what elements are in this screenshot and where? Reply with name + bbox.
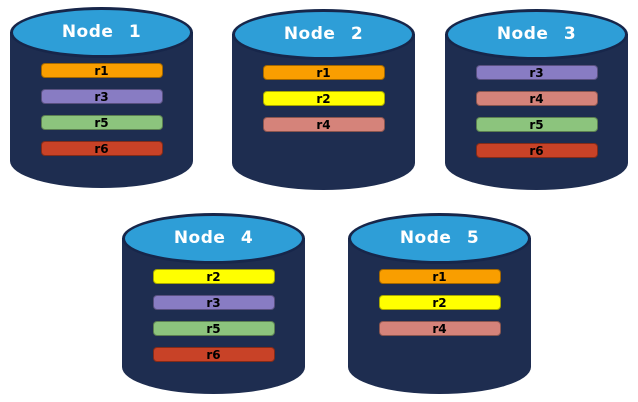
replica-bar-r4: r4 (262, 117, 385, 132)
cylinder-top: Node 2 (232, 9, 415, 60)
replica-bar-r3: r3 (40, 89, 163, 104)
node-label: Node 3 (496, 23, 577, 44)
replica-bar-r5: r5 (152, 321, 275, 336)
replica-bar-r1: r1 (378, 269, 501, 284)
database-node-1: r1 r3 r5 r6 Node 1 (10, 7, 193, 188)
database-node-5: r1 r2 r4 Node 5 (348, 213, 531, 394)
cylinder-body (122, 238, 305, 394)
replica-bar-r2: r2 (152, 269, 275, 284)
replica-bar-r2: r2 (378, 295, 501, 310)
database-node-3: r3 r4 r5 r6 Node 3 (445, 9, 628, 190)
node-label: Node 5 (399, 227, 480, 248)
replica-bar-r6: r6 (475, 143, 598, 158)
cylinder-body (232, 34, 415, 190)
cylinder-body (445, 34, 628, 190)
replica-bar-r1: r1 (262, 65, 385, 80)
replica-bar-r1: r1 (40, 63, 163, 78)
replica-list: r1 r2 r4 (378, 269, 501, 336)
node-label: Node 4 (173, 227, 254, 248)
replica-list: r2 r3 r5 r6 (152, 269, 275, 362)
replica-bar-r2: r2 (262, 91, 385, 106)
cylinder-top: Node 4 (122, 213, 305, 264)
replica-bar-r3: r3 (152, 295, 275, 310)
cylinder-top: Node 1 (10, 7, 193, 58)
cylinder-body (348, 238, 531, 394)
replica-bar-r5: r5 (40, 115, 163, 130)
replica-bar-r5: r5 (475, 117, 598, 132)
replica-bar-r4: r4 (475, 91, 598, 106)
cylinder-top: Node 3 (445, 9, 628, 60)
cylinder-body (10, 32, 193, 188)
replica-list: r1 r3 r5 r6 (40, 63, 163, 156)
replica-list: r1 r2 r4 (262, 65, 385, 132)
node-label: Node 1 (61, 21, 142, 42)
database-node-2: r1 r2 r4 Node 2 (232, 9, 415, 190)
node-label: Node 2 (283, 23, 364, 44)
replica-bar-r6: r6 (152, 347, 275, 362)
replica-bar-r6: r6 (40, 141, 163, 156)
replica-bar-r4: r4 (378, 321, 501, 336)
replica-bar-r3: r3 (475, 65, 598, 80)
cylinder-top: Node 5 (348, 213, 531, 264)
replica-list: r3 r4 r5 r6 (475, 65, 598, 158)
database-node-4: r2 r3 r5 r6 Node 4 (122, 213, 305, 394)
